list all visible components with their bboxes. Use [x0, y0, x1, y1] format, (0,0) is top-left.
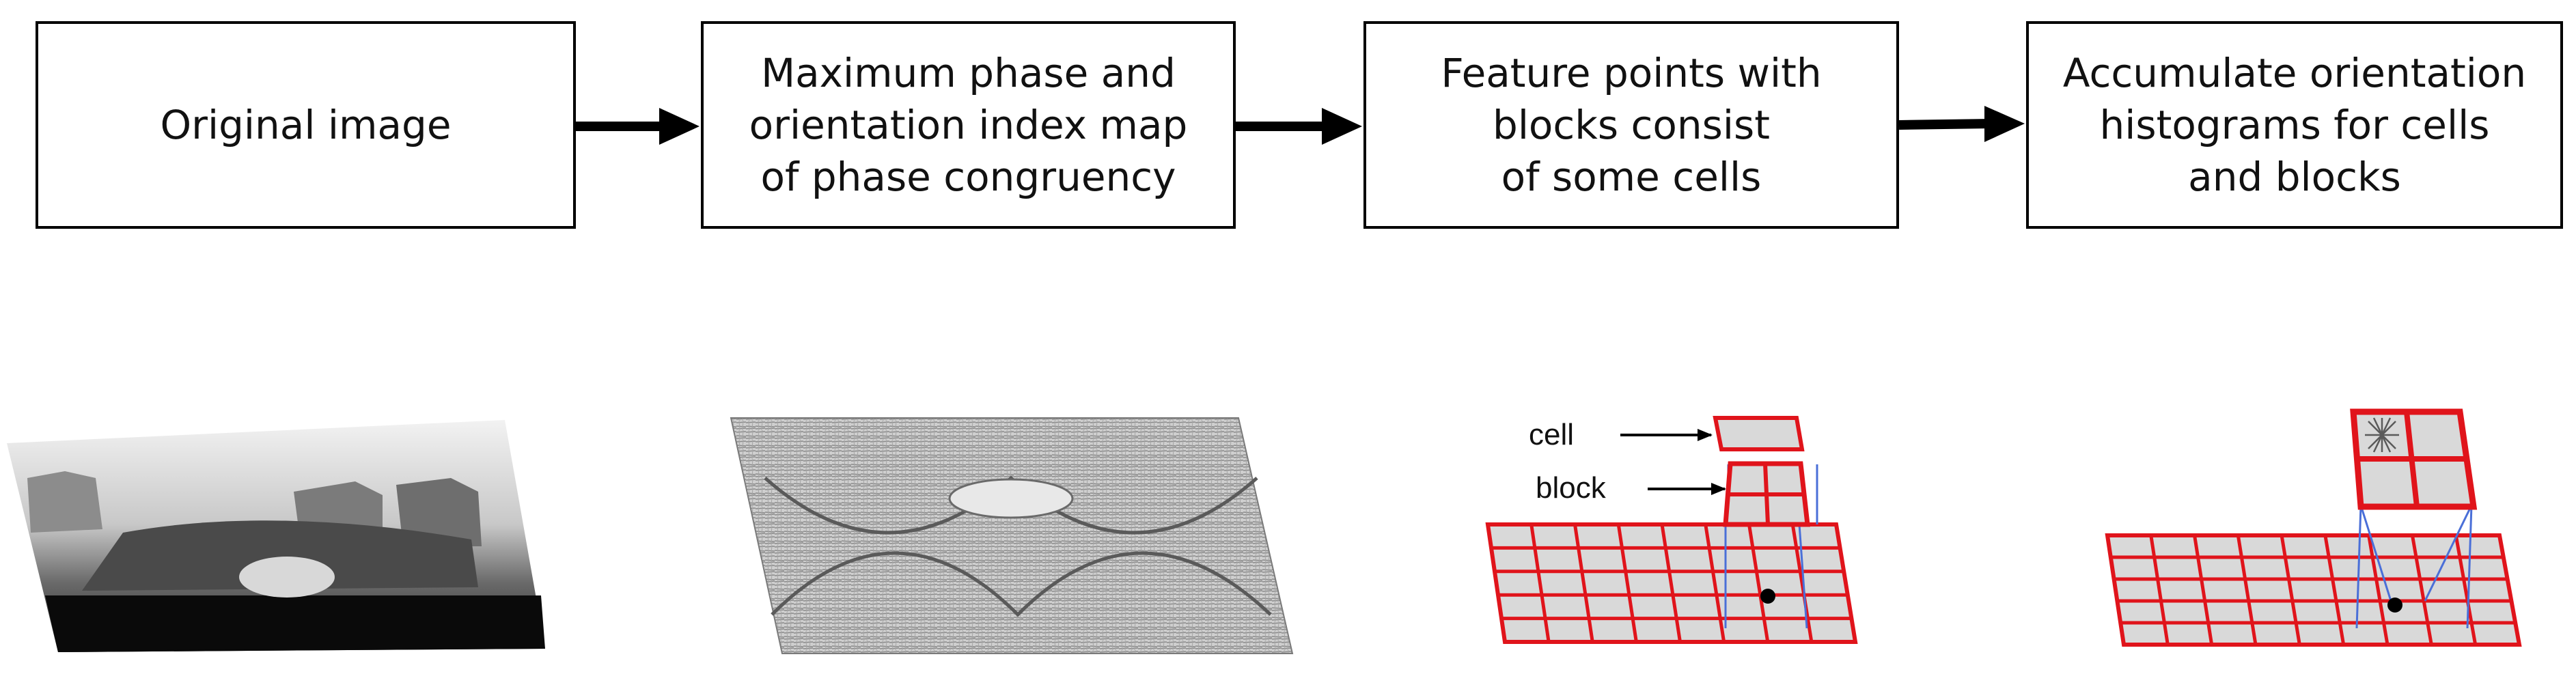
grid-line [2193, 535, 2214, 645]
step-box-original-image: Original image [36, 21, 576, 229]
grid-line [2323, 535, 2346, 645]
phase-congruency-map [730, 417, 1294, 654]
histogram-block-shape [2350, 408, 2478, 510]
step-box-phase-congruency: Maximum phase and orientation index map … [701, 21, 1236, 229]
cell-grid [1485, 522, 1858, 644]
grid-line [1529, 524, 1551, 643]
step-label: Maximum phase and orientation index map … [749, 50, 1188, 200]
grid-line [2236, 535, 2258, 645]
step-box-orientation-histograms: Accumulate orientation histograms for ce… [2026, 21, 2563, 229]
grid-line [1573, 524, 1594, 643]
cell-label: cell [1529, 418, 1574, 451]
cell-block-illustration: cell block [1485, 416, 1858, 644]
histogram-feature-point [2387, 598, 2402, 613]
orientation-histogram-star [2365, 417, 2399, 453]
grid-line [1790, 524, 1814, 643]
grid-line [2454, 535, 2478, 645]
step-box-feature-points: Feature points with blocks consist of so… [1363, 21, 1899, 229]
block-shape [1723, 461, 1810, 527]
histogram-cell-grid [2105, 533, 2522, 647]
flow-arrow-2 [1236, 108, 1362, 145]
step-label: Feature points with blocks consist of so… [1441, 50, 1822, 200]
histogram-projection-lines [2355, 505, 2473, 629]
step-label: Accumulate orientation histograms for ce… [2062, 50, 2527, 200]
step-label: Original image [160, 102, 452, 148]
grid-line [2410, 535, 2433, 645]
grid-line [1704, 524, 1726, 643]
cell-shape [1713, 416, 1805, 451]
grid-line [1616, 524, 1638, 643]
feature-point [1760, 589, 1775, 604]
flow-arrow-3 [1898, 106, 2025, 142]
panorama-image [7, 420, 545, 652]
grid-line [1660, 524, 1682, 643]
flow-arrow-1 [576, 108, 700, 145]
grid-line [2280, 535, 2301, 645]
block-label: block [1536, 471, 1607, 505]
grid-line [2367, 535, 2390, 645]
histogram-illustration [2105, 408, 2522, 647]
grid-line [1747, 524, 1770, 643]
grid-line [2149, 535, 2170, 645]
